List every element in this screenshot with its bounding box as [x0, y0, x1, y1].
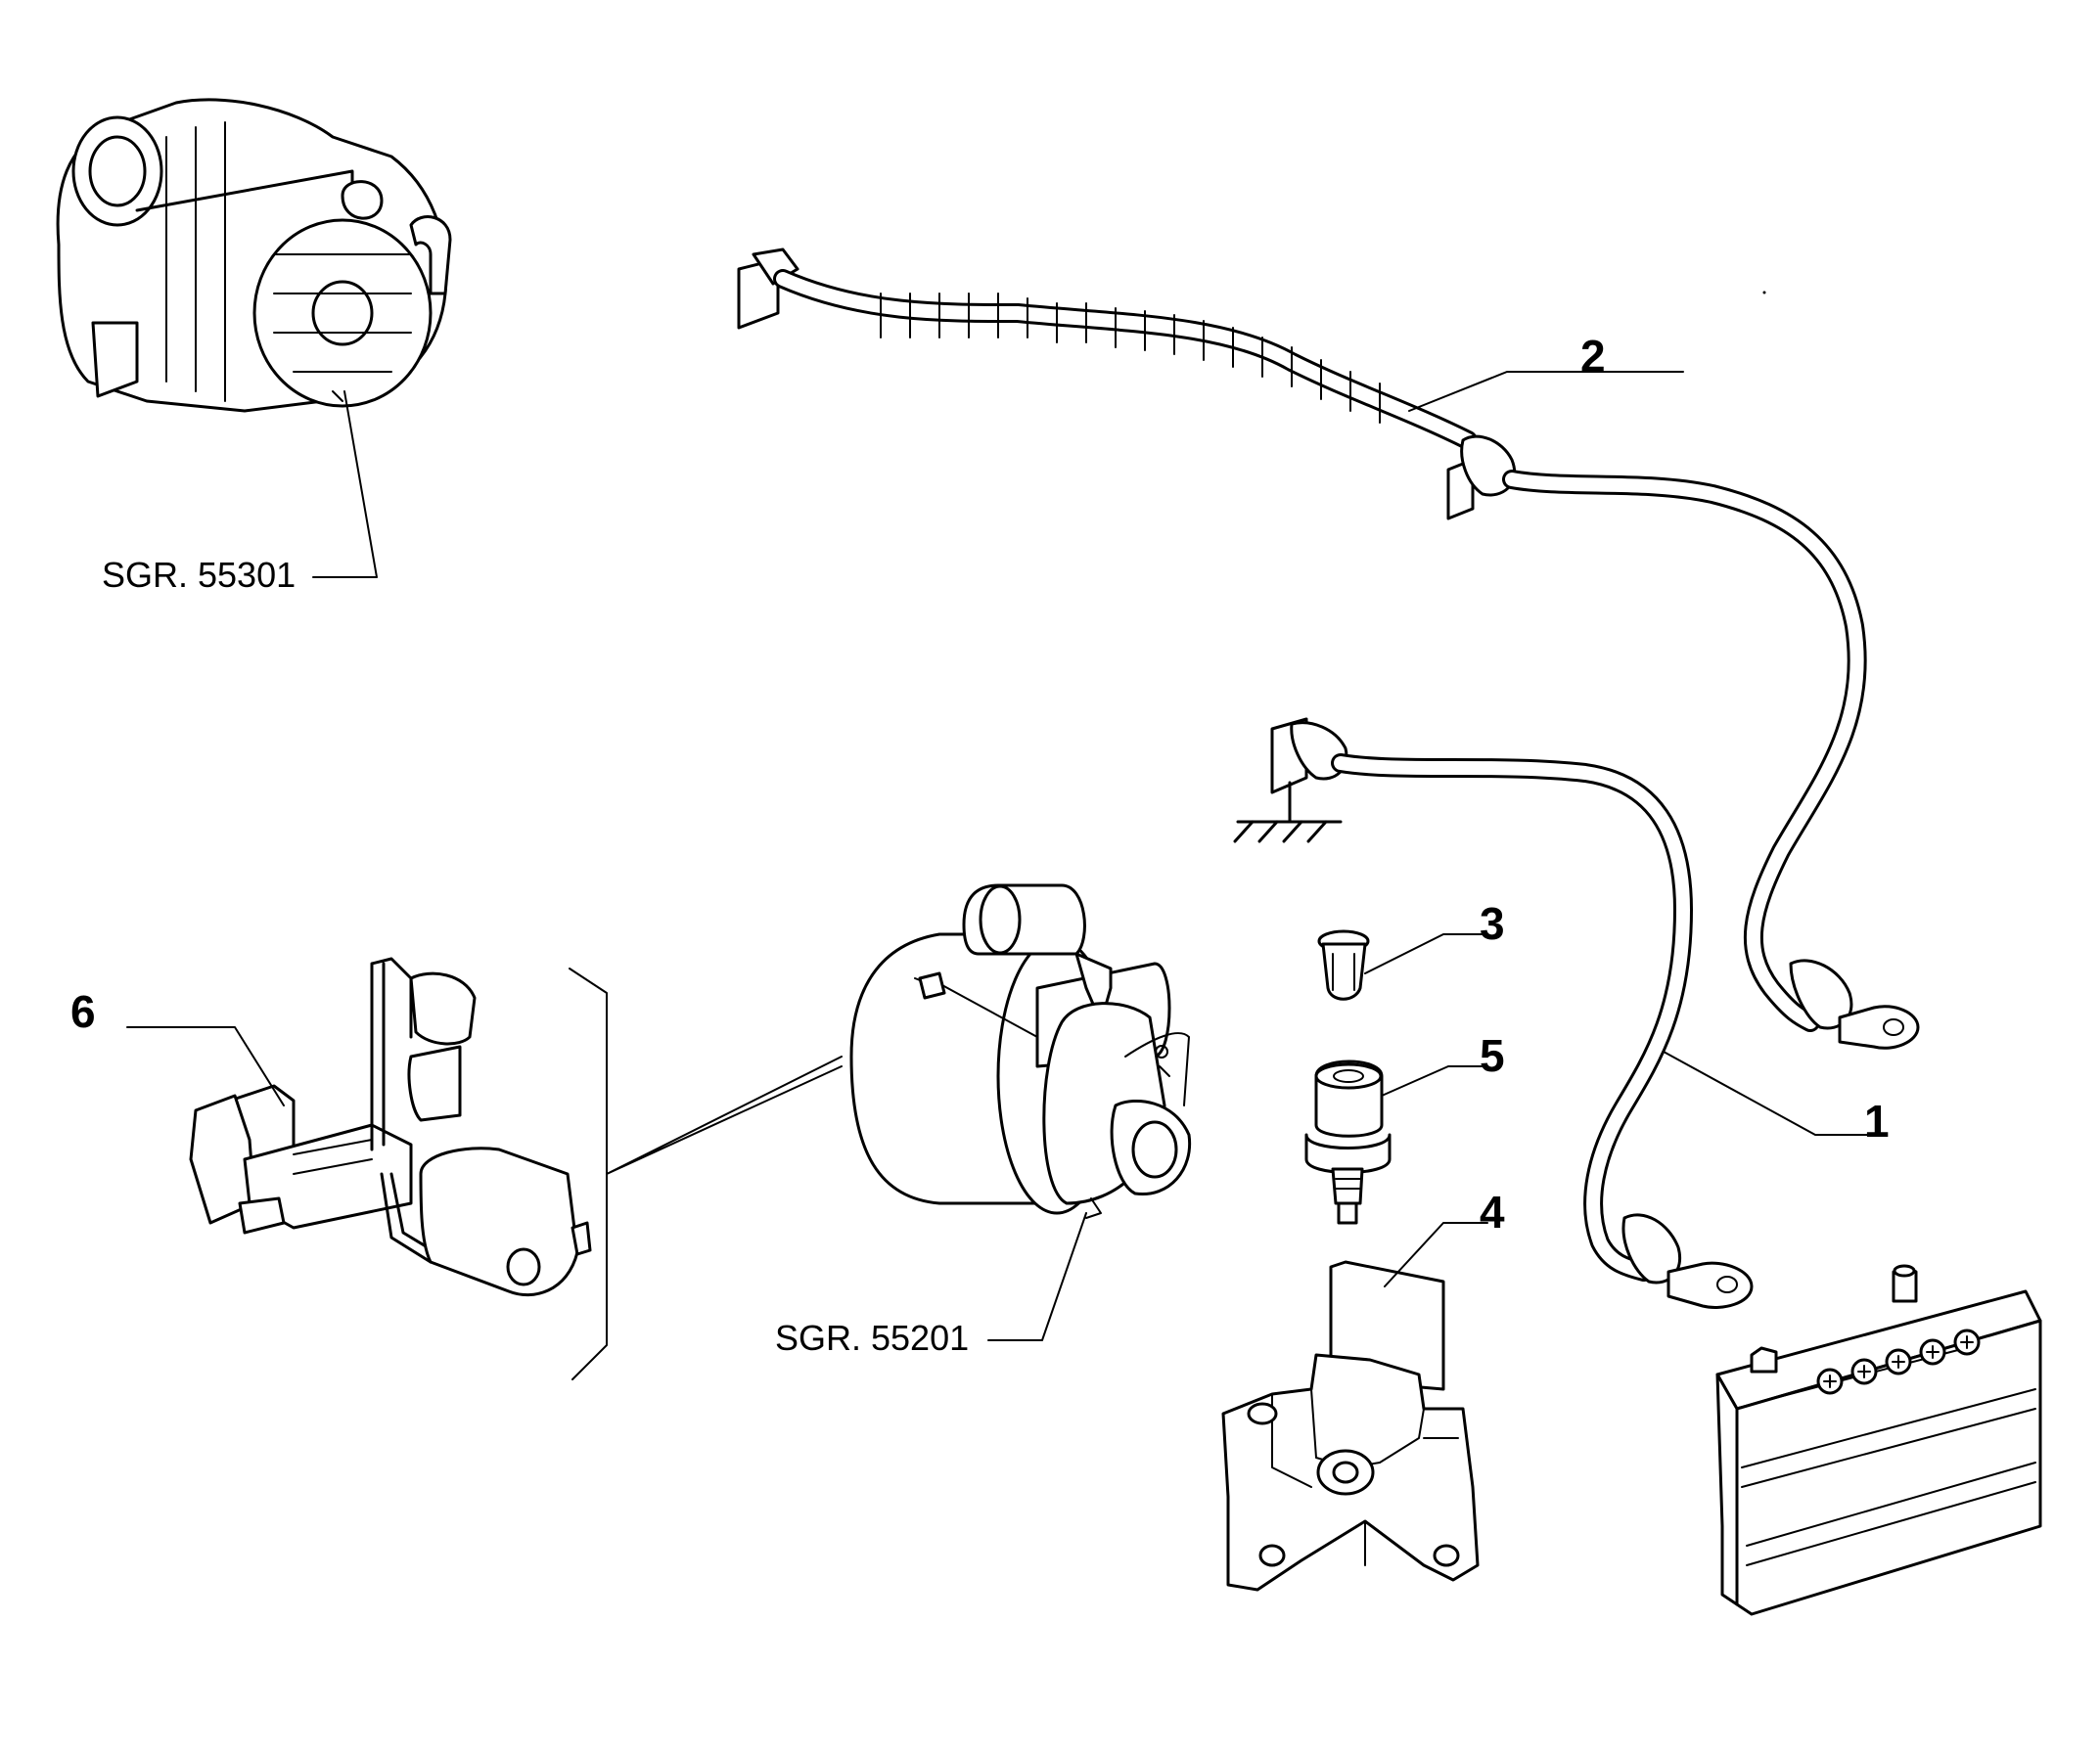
battery-cell-caps — [1816, 1329, 1981, 1395]
callout-2: 2 — [1580, 331, 1606, 382]
battery-drawing — [1715, 1264, 2042, 1616]
cable-2-drawing — [737, 248, 1920, 1050]
part-6-drawing — [189, 957, 592, 1297]
cable-2-leader — [1408, 371, 1684, 412]
callout-6: 6 — [70, 986, 96, 1037]
callout-3: 3 — [1480, 898, 1505, 949]
part-5-leader — [1381, 1065, 1488, 1097]
callout-4: 4 — [1480, 1187, 1505, 1238]
cable-1-leader — [1663, 1051, 1870, 1136]
starter-motor-drawing — [849, 883, 1192, 1219]
assembly-bracket — [569, 968, 843, 1380]
part-4-leader — [1384, 1222, 1488, 1287]
alternator-leader — [312, 390, 378, 578]
part-3-drawing — [1317, 929, 1370, 1001]
part-4-drawing — [1221, 1260, 1480, 1592]
starter-subgroup-label: SGR. 55201 — [775, 1318, 969, 1358]
callout-5: 5 — [1480, 1030, 1505, 1081]
part-3-leader — [1364, 933, 1488, 974]
ground-symbol — [1233, 781, 1343, 843]
alternator-subgroup-label: SGR. 55301 — [102, 555, 296, 595]
part-5-drawing — [1304, 1059, 1392, 1225]
callout-1: 1 — [1864, 1096, 1890, 1147]
part-6-leader — [126, 1026, 285, 1106]
speck — [1762, 291, 1766, 294]
starter-leader — [987, 1212, 1087, 1341]
cable-1-drawing — [1270, 717, 1754, 1309]
alternator-drawing — [56, 98, 452, 413]
